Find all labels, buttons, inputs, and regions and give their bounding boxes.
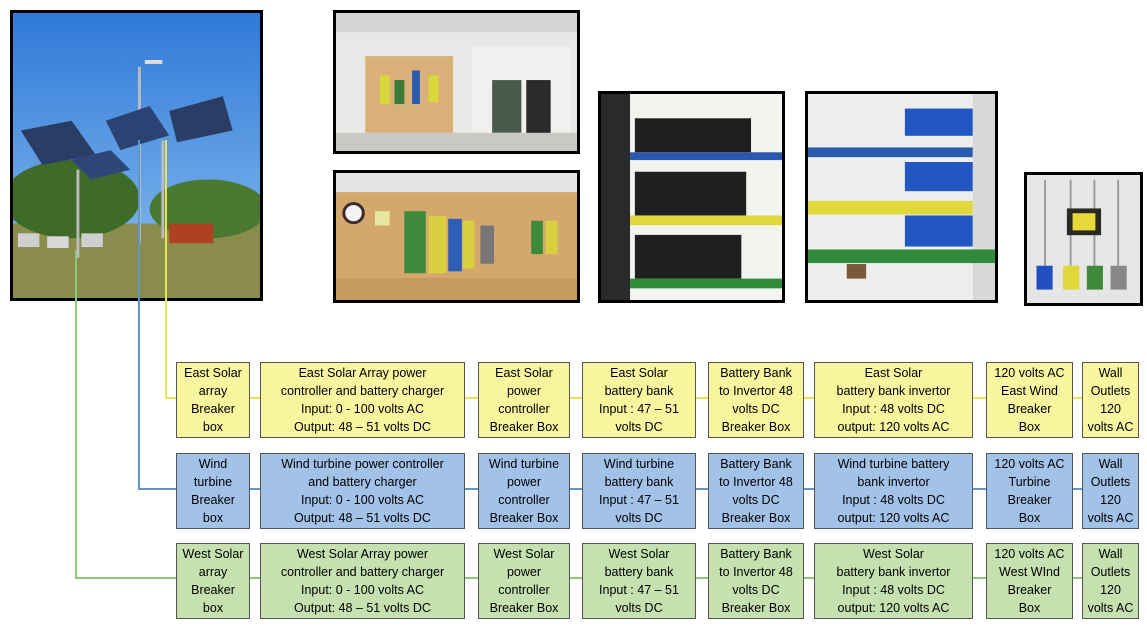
outdoor-solar-wind-photo [10, 10, 263, 301]
west-solar-battery-bank: West Solar battery bank Input : 47 – 51 … [582, 543, 696, 619]
wind-connector [570, 488, 582, 490]
west-solar-array-breaker-box: West Solar array Breaker box [176, 543, 250, 619]
west-connector [973, 577, 986, 579]
east-connector [570, 397, 582, 399]
wind-connector [1073, 488, 1082, 490]
west-solar-power-controller-breaker-box: West Solar power controller Breaker Box [478, 543, 570, 619]
west-battery-to-invertor-breaker-box: Battery Bank to Invertor 48 volts DC Bre… [708, 543, 804, 619]
east-solar-battery-bank-invertor: East Solar battery bank invertor Input :… [814, 362, 973, 438]
east-feed-line-vertical [165, 140, 167, 399]
wind-connector [696, 488, 708, 490]
wind-turbine-ac-breaker-box: 120 volts AC Turbine Breaker Box [986, 453, 1073, 529]
east-connector [696, 397, 708, 399]
wind-wall-outlets: Wall Outlets 120 volts AC [1082, 453, 1139, 529]
west-connector [570, 577, 582, 579]
east-wall-outlets: Wall Outlets 120 volts AC [1082, 362, 1139, 438]
west-wall-outlets: Wall Outlets 120 volts AC [1082, 543, 1139, 619]
battery-shelves-photo [598, 91, 785, 303]
wind-turbine-battery-bank-invertor: Wind turbine battery bank invertor Input… [814, 453, 973, 529]
wind-feed-line-vertical [138, 140, 140, 490]
wind-turbine-power-controller-breaker-box: Wind turbine power controller Breaker Bo… [478, 453, 570, 529]
wind-connector [973, 488, 986, 490]
east-connector [465, 397, 478, 399]
west-solar-battery-bank-invertor: West Solar battery bank invertor Input :… [814, 543, 973, 619]
west-feed-line-horizontal [75, 577, 176, 579]
wind-connector [465, 488, 478, 490]
east-solar-power-controller-breaker-box: East Solar power controller Breaker Box [478, 362, 570, 438]
wind-turbine-power-controller-charger: Wind turbine power controller and batter… [260, 453, 465, 529]
west-feed-line-vertical [75, 250, 77, 579]
east-solar-power-controller-charger: East Solar Array power controller and ba… [260, 362, 465, 438]
east-connector [250, 397, 260, 399]
wind-connector [250, 488, 260, 490]
east-battery-to-invertor-breaker-box: Battery Bank to Invertor 48 volts DC Bre… [708, 362, 804, 438]
east-wind-ac-breaker-box: 120 volts AC East Wind Breaker Box [986, 362, 1073, 438]
west-connector [804, 577, 814, 579]
west-connector [1073, 577, 1082, 579]
east-solar-array-breaker-box: East Solar array Breaker box [176, 362, 250, 438]
east-connector [804, 397, 814, 399]
west-wind-ac-breaker-box: 120 volts AC West WInd Breaker Box [986, 543, 1073, 619]
interior-room-photo [333, 10, 580, 154]
west-solar-power-controller-charger: West Solar Array power controller and ba… [260, 543, 465, 619]
interior-wall-photo [333, 170, 580, 303]
west-connector [465, 577, 478, 579]
inverter-shelves-photo [805, 91, 998, 303]
wind-connector [804, 488, 814, 490]
wind-battery-to-invertor-breaker-box: Battery Bank to Invertor 48 volts DC Bre… [708, 453, 804, 529]
east-feed-line-horizontal [165, 397, 176, 399]
east-solar-battery-bank: East Solar battery bank Input : 47 – 51 … [582, 362, 696, 438]
breaker-boxes-photo [1024, 172, 1143, 306]
wind-feed-line-horizontal [138, 488, 176, 490]
east-connector [973, 397, 986, 399]
east-connector [1073, 397, 1082, 399]
west-connector [696, 577, 708, 579]
west-connector [250, 577, 260, 579]
wind-turbine-breaker-box: Wind turbine Breaker box [176, 453, 250, 529]
wind-turbine-battery-bank: Wind turbine battery bank Input : 47 – 5… [582, 453, 696, 529]
